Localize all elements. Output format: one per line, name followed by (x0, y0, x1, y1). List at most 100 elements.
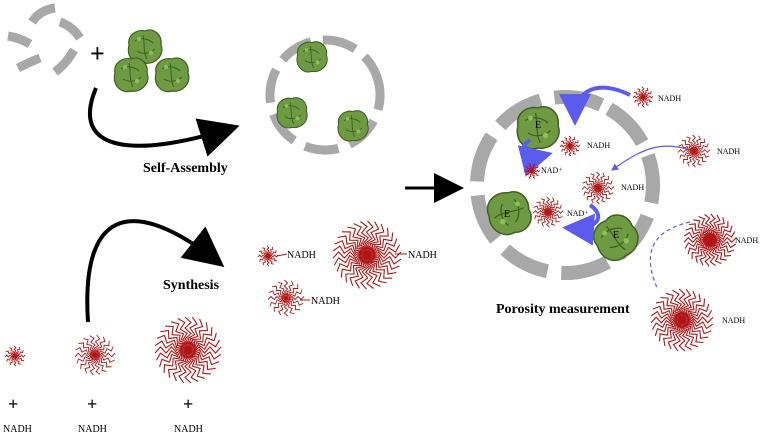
polymer-arm (525, 165, 533, 172)
polymer-arm (633, 91, 644, 98)
polymer-arm (691, 134, 697, 152)
polymer-arm (587, 187, 599, 201)
polymer-arm (564, 145, 571, 156)
polymer-arm (533, 205, 549, 213)
polymer-arm (273, 297, 287, 312)
polymer-arm (637, 96, 644, 107)
nadh-label: NADH (3, 424, 32, 435)
polymer-arm (266, 255, 270, 267)
polymer-arm (569, 144, 581, 148)
polymer-core (641, 95, 645, 99)
polymer-arm (547, 211, 560, 223)
polymer-arm (94, 354, 112, 368)
nadh-label: NADH (722, 316, 745, 325)
cofactor-polymer-icon (632, 86, 654, 108)
polymer-arm (9, 355, 16, 366)
polymer-arm (686, 136, 695, 152)
polymer-arm (560, 140, 571, 147)
polymer-arm (9, 347, 16, 357)
polymer-arm (547, 211, 556, 226)
polymer-arm (595, 171, 601, 189)
polymer-arm (283, 279, 289, 299)
polymer-arm (94, 346, 114, 357)
enzyme-label: E (504, 209, 510, 220)
synthesis-arrow (85, 219, 225, 323)
polymer-arm (679, 150, 695, 159)
polymer-arm (187, 348, 222, 360)
polymer-arm (285, 297, 300, 311)
polymer-arm (641, 96, 645, 108)
polymer-arm (266, 245, 270, 257)
polymer-arm (568, 135, 572, 147)
nadh-label: NADH (717, 147, 740, 156)
polymer-arm (268, 290, 287, 299)
polymer-arm (583, 187, 599, 196)
cofactor-polymer-icon (4, 345, 26, 367)
cofactor-polymer-icon (532, 196, 564, 228)
nad-plus-label: NAD⁺ (541, 166, 563, 175)
cofactor-polymer-icon (559, 135, 581, 157)
polymer-arm (582, 180, 599, 189)
plus-sign: + (87, 394, 97, 414)
polymer-arm (94, 352, 116, 358)
polymer-arm (547, 204, 562, 213)
porosity-polymers: NADH NADH NADH NADH NADH NADH NAD⁺ NAD⁺ (523, 86, 758, 352)
polymer-arm (632, 95, 644, 99)
polymer-arm (366, 244, 401, 258)
polymer-arm (531, 165, 539, 172)
enzyme-label: E (535, 120, 541, 131)
nadh-label: NADH (287, 250, 316, 261)
polymer-arm (709, 231, 736, 242)
polymer-arm (683, 150, 695, 164)
polymer-arm (537, 211, 549, 224)
polymer-arm (691, 150, 697, 168)
polymer-core (13, 354, 17, 358)
nadh-label: NADH (311, 296, 340, 307)
polymer-arm (14, 355, 25, 362)
cofactor-polymer-icon (581, 171, 615, 205)
polymer-arm (272, 285, 287, 299)
polymer-core (679, 317, 685, 323)
polymer-arm (94, 354, 107, 372)
polymer-arm (681, 310, 713, 323)
polymer-arm (536, 201, 549, 213)
polymer-arm (677, 148, 695, 154)
polymer-arm (693, 143, 709, 152)
enzyme-icon (276, 97, 308, 129)
polymer-arm (283, 297, 289, 317)
polymer-arm (678, 143, 695, 152)
polymer-arm (590, 187, 599, 204)
polymer-arm (597, 172, 606, 189)
cofactor-polymer-icon (650, 288, 714, 352)
polymer-core (692, 149, 696, 153)
polymer-core (266, 254, 270, 258)
enzyme-icon (113, 57, 149, 93)
polymer-arm (642, 91, 652, 98)
polymer-arm (257, 254, 269, 258)
assembled-shell (265, 35, 385, 155)
polymer-arm (590, 173, 599, 189)
polymer-arm (285, 280, 294, 299)
polymer-arm (13, 345, 17, 357)
polymer-arm (531, 170, 536, 179)
polymer-arm (278, 297, 287, 316)
polymer-arm (267, 254, 279, 258)
polymer-arm (641, 86, 645, 98)
polymer-arm (693, 135, 702, 152)
plus-sign: + (90, 39, 105, 68)
polymer-arm (637, 88, 644, 98)
polymer-arm (597, 187, 606, 203)
porous-shell (470, 90, 660, 281)
polymer-core (546, 210, 550, 214)
self-assembly-label: Self-Assembly (143, 161, 228, 176)
polymer-arm (568, 145, 572, 157)
polymer-core (284, 296, 288, 300)
polymer-arm (693, 148, 711, 154)
polymer-arm (267, 250, 277, 257)
polymer-arm (681, 140, 695, 152)
polymer-arm (14, 354, 26, 358)
polymer-arm (94, 340, 110, 356)
shell-fragment-icon (52, 47, 78, 76)
polymer-arm (267, 255, 278, 262)
